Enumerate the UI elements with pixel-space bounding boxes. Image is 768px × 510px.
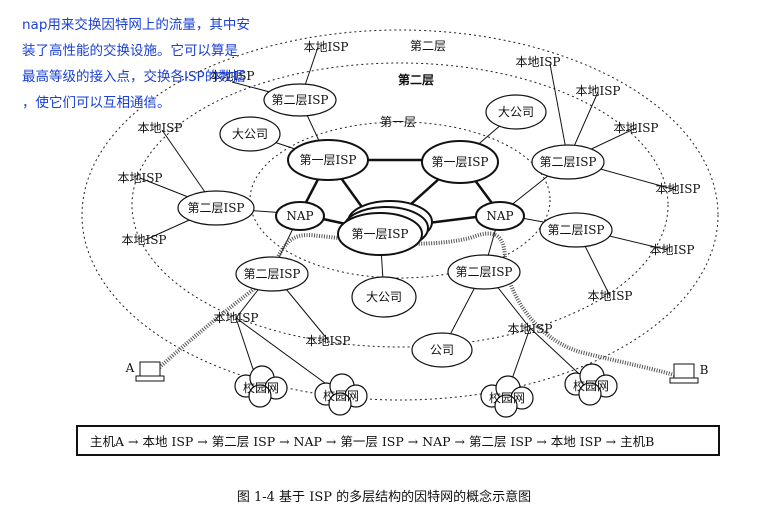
tier2-isp-right-node	[539, 212, 613, 248]
nap-left-label: NAP	[286, 209, 313, 223]
local-isp-label: 本地ISP	[137, 121, 182, 135]
campus-network-label: 校园网	[573, 378, 609, 393]
campus-network-cloud	[564, 363, 618, 406]
tier2-isp-bottomleft-node	[235, 256, 309, 292]
local-isp-label: 本地ISP	[117, 171, 162, 185]
tier2-isp-topleft-label: 第二层ISP	[271, 93, 328, 107]
local-isp-label: 本地ISP	[575, 84, 620, 98]
note-line: ，使它们可以互相通信。	[22, 95, 171, 111]
figure-caption: 图 1-4 基于 ISP 的多层结构的因特网的概念示意图	[236, 490, 532, 505]
ring-tier2-outer	[81, 29, 719, 401]
local-isp-label: 本地ISP	[587, 289, 632, 303]
tier1-isp-right-label: 第一层ISP	[431, 155, 488, 169]
host-a-label: A	[125, 361, 135, 375]
tier2-isp-topright-node	[531, 144, 605, 180]
isp-hierarchy-diagram: 第二层 第二层 第一层	[81, 29, 719, 418]
nap-right-label: NAP	[486, 209, 513, 223]
local-isp-label: 本地ISP	[515, 55, 560, 69]
big-company-bottom-label: 大公司	[366, 290, 402, 304]
tier2-isp-right-label: 第二层ISP	[547, 223, 604, 237]
route-path-text: 主机A → 本地 ISP → 第二层 ISP → NAP → 第一层 ISP →…	[90, 434, 655, 449]
big-company-left-node	[219, 116, 281, 152]
campus-network-cloud	[314, 373, 368, 416]
local-isp-label: 本地ISP	[507, 322, 552, 336]
campus-network-label: 校园网	[489, 390, 525, 405]
local-isp-label: 本地ISP	[305, 334, 350, 348]
campus-network-label: 校园网	[243, 380, 279, 395]
big-company-right-node	[485, 94, 547, 130]
local-isp-label: 本地ISP	[655, 182, 700, 196]
nap-right-node	[475, 201, 525, 231]
tier2-isp-left-node	[177, 190, 255, 226]
tier2-isp-topleft-node	[263, 83, 337, 117]
host-a-computer-icon	[135, 361, 165, 382]
campus-network-cloud	[480, 375, 534, 418]
note-line: 最高等级的接入点，交换各ISP的数据	[22, 69, 246, 85]
tier2-isp-bottomleft-label: 第二层ISP	[243, 267, 300, 281]
local-isp-label: 本地ISP	[121, 233, 166, 247]
campus-network-cloud	[234, 365, 288, 408]
tier1-isp-left-node	[287, 139, 369, 181]
host-b-computer-icon	[669, 363, 699, 384]
local-isp-label: 本地ISP	[613, 121, 658, 135]
tier1-isp-left-label: 第一层ISP	[299, 153, 356, 167]
note-line: 装了高性能的交换设施。它可以算是	[22, 43, 238, 59]
ring-label-tier2-outer: 第二层	[410, 39, 446, 53]
tier1-isp-center-label: 第一层ISP	[351, 227, 408, 241]
ring-tier2	[131, 62, 669, 348]
big-company-left-label: 大公司	[232, 127, 268, 141]
route-path-box: 主机A → 本地 ISP → 第二层 ISP → NAP → 第一层 ISP →…	[76, 425, 720, 456]
local-isp-label: 本地ISP	[209, 69, 254, 83]
host-b-label: B	[700, 363, 709, 377]
big-company-bottom-node	[351, 276, 417, 318]
company-node	[411, 332, 473, 368]
nap-left-node	[275, 201, 325, 231]
ring-label-tier2: 第二层	[398, 72, 434, 87]
local-isp-label: 本地ISP	[213, 311, 258, 325]
tier1-isp-right-node	[421, 140, 499, 184]
local-isp-label: 本地ISP	[303, 40, 348, 54]
tier1-isp-center-node	[337, 212, 423, 256]
tier2-isp-bottomright-node	[447, 254, 521, 290]
ring-label-tier1: 第一层	[380, 115, 416, 129]
tier2-isp-topright-label: 第二层ISP	[539, 155, 596, 169]
local-isp-label: 本地ISP	[649, 243, 694, 257]
campus-network-label: 校园网	[323, 388, 359, 403]
note-line: nap用来交换因特网上的流量，其中安	[22, 17, 250, 33]
big-company-right-label: 大公司	[498, 105, 534, 119]
annotation-note: nap用来交换因特网上的流量，其中安 装了高性能的交换设施。它可以算是 最高等级…	[22, 12, 292, 116]
tier2-isp-bottomright-label: 第二层ISP	[455, 265, 512, 279]
tier2-isp-left-label: 第二层ISP	[187, 201, 244, 215]
company-label: 公司	[430, 343, 454, 357]
